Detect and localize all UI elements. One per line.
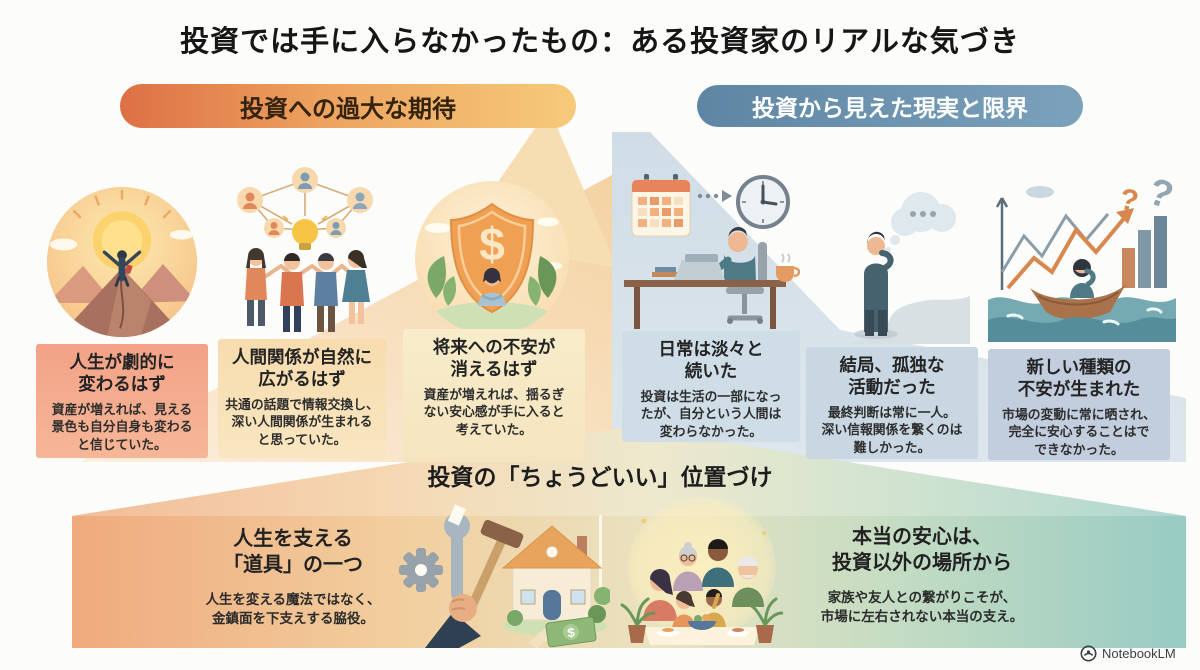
mountain-summit-illustration [46, 186, 198, 338]
waves-front [988, 317, 1176, 342]
reality-card-3: 新しい種類の 不安が生まれた 市場の変動に常に晒され、 完全に安心することはで … [988, 349, 1170, 460]
dotted-arrow-icon [697, 190, 732, 202]
lightbulb-icon [282, 215, 328, 250]
dinner-table [644, 614, 760, 645]
person-in-shield-icon [478, 268, 506, 306]
right-section-header: 投資から見えた現実と限界 [697, 85, 1083, 127]
avatar-nodes [237, 167, 373, 238]
boat-icon [1030, 259, 1126, 320]
reality-card-1: 日常は淡々と 続いた 投資は生活の一部になっ たが、自分という人間は 変わらなか… [622, 331, 800, 442]
right-section-header-label: 投資から見えた現実と限界 [752, 95, 1028, 121]
coffee-cup-icon [776, 253, 800, 282]
bottom-item-security: 本当の安心は、 投資以外の場所から 家族や友人との繋がりこそが、 市場に左右され… [788, 524, 1056, 626]
card-body: 投資は生活の一部になっ たが、自分という人間は 変わらなかった。 [640, 388, 782, 440]
network-people-illustration [237, 167, 373, 332]
market-line-gray [1000, 213, 1110, 273]
potted-plant-icon [620, 597, 783, 643]
person-arms-raised-icon [102, 250, 142, 287]
trend-arrowhead-icon [1116, 208, 1134, 224]
thought-bubble-icon [885, 192, 956, 253]
notebooklm-watermark: NotebookLM [1080, 645, 1176, 662]
notebooklm-logo-icon [1080, 645, 1097, 662]
left-section-header-label: 投資への過大な期待 [240, 95, 456, 123]
person-at-desk [624, 227, 800, 329]
bottom-item-body: 人生を変える魔法ではなく、 金鎮面を下支えする脇役。 [205, 591, 381, 626]
dollar-sign: $ [479, 218, 505, 270]
card-title: 将来への不安が 消えるはず [432, 337, 556, 380]
sun-rays-icon [73, 189, 171, 219]
card-title: 人間関係が自然に 広がるはず [232, 347, 372, 390]
hammer-icon [468, 537, 506, 609]
market-line-orange [1006, 214, 1128, 290]
money-bill-icon: $ [545, 616, 597, 648]
tools-house-illustration: $ [399, 504, 610, 648]
card-body: 市場の変動に常に晒され、 完全に安心することはで できなかった。 [1002, 406, 1156, 458]
stormy-boat-illustration: ? ? [988, 172, 1176, 342]
bottom-item-body: 家族や友人との繋がりこそが、 市場に左右されない本当の支え。 [820, 589, 1024, 624]
gear-icon [399, 548, 443, 592]
winding-path [848, 296, 970, 344]
clock-icon [736, 175, 790, 229]
expectation-card-2: 人間関係が自然に 広がるはず 共通の話題で情報交換し、 深い人間関係が生まれる … [218, 339, 386, 458]
bottom-item-tool: 人生を支える 「道具」の一つ 人生を変える魔法ではなく、 金鎮面を下支えする脇役… [168, 526, 418, 628]
desk-routine-illustration [624, 174, 800, 329]
lonely-person-icon [854, 231, 898, 339]
card-body: 資産が増えれば、見える 景色も自分自身も変わる と信じていた。 [51, 401, 193, 453]
shield-dollar-illustration: $ [415, 181, 569, 335]
card-body: 共通の話題で情報交換し、 深い人間関係が生まれる と思っていた。 [225, 396, 379, 448]
bottom-item-title: 本当の安心は、 投資以外の場所から [832, 526, 1012, 575]
card-title: 日常は淡々と 続いた [658, 339, 764, 382]
axis-arrow-icon [995, 197, 1009, 290]
expectation-card-3: 将来への不安が 消えるはず 資産が増えれば、揺るぎ ない安心感が手に入ると 考え… [403, 329, 585, 462]
svg-text:$: $ [566, 624, 576, 640]
reality-card-2: 結局、孤独な 活動だった 最終判断は常に一人。 深い信報関係を繋くのは 難しかっ… [806, 347, 978, 459]
page-title: 投資では手に入らなかったもの：ある投資家のリアルな気づき [180, 26, 1020, 58]
calendar-icon [631, 174, 691, 237]
card-body: 資産が増えれば、揺るぎ ない安心感が手に入ると 考えていた。 [423, 386, 565, 438]
card-title: 人生が劇的に 変わるはず [69, 352, 175, 395]
card-title: 新しい種類の 不安が生まれた [1017, 357, 1141, 400]
card-body: 最終判断は常に一人。 深い信報関係を繋くのは 難しかった。 [821, 404, 963, 456]
bottom-item-title: 人生を支える 「道具」の一つ [223, 528, 363, 577]
hand-with-tools [425, 504, 524, 648]
card-title: 結局、孤独な 活動だった [839, 355, 945, 398]
notebooklm-brand-label: NotebookLM [1102, 646, 1176, 661]
expectation-card-1: 人生が劇的に 変わるはず 資産が増えれば、見える 景色も自分自身も変わる と信じ… [36, 344, 208, 458]
question-mark-orange: ? [1117, 183, 1142, 219]
left-section-header: 投資への過大な期待 [120, 84, 576, 128]
family-group [643, 539, 764, 631]
question-mark-gray: ? [1143, 172, 1176, 218]
bar-chart-icon [1138, 230, 1151, 288]
house-panel-shape [72, 427, 1186, 648]
bottom-section-header: 投資の「ちょうどいい」位置づけ [427, 464, 773, 490]
people-holding-hands [245, 248, 370, 332]
family-dinner-illustration [620, 497, 783, 645]
lonely-path-illustration [848, 192, 970, 344]
leaf-icon [427, 256, 446, 298]
